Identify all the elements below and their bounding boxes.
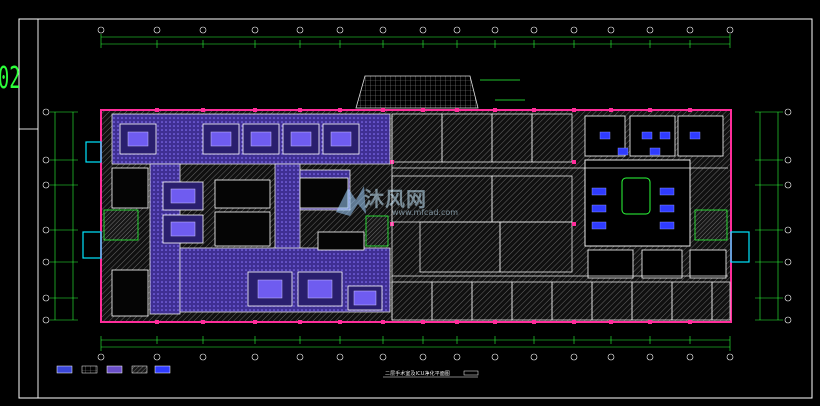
north-arrow-icon: [480, 79, 525, 101]
legend-swatch-icon: [56, 365, 171, 374]
operating-rooms: [119, 123, 383, 311]
structural-columns: [155, 108, 692, 324]
support-rooms-left: [111, 167, 365, 317]
dimension-left: [50, 111, 78, 321]
sheet-number: 02: [0, 61, 21, 96]
icu-bed-icons: [591, 131, 701, 230]
axis-bubbles: [42, 26, 792, 361]
dimension-right: [755, 111, 783, 321]
stair-cores: [103, 209, 728, 247]
drawing-title: 二层手术室及ICU净化平面图: [385, 371, 451, 377]
side-entrances: [82, 141, 750, 263]
sheet-number-box-lower: [18, 128, 39, 399]
sheet-number-box: [18, 18, 39, 130]
scale-box: [463, 370, 479, 376]
dimension-top: [100, 34, 731, 48]
corridors: [391, 114, 728, 320]
operating-table-icons: [127, 131, 377, 306]
watermark-url: www.mfcad.com: [392, 208, 459, 217]
watermark-logo-icon: [336, 186, 366, 216]
watermark-text: 沐风网: [364, 187, 427, 211]
roof-canopy: [355, 75, 479, 109]
dimension-bottom: [100, 336, 731, 351]
